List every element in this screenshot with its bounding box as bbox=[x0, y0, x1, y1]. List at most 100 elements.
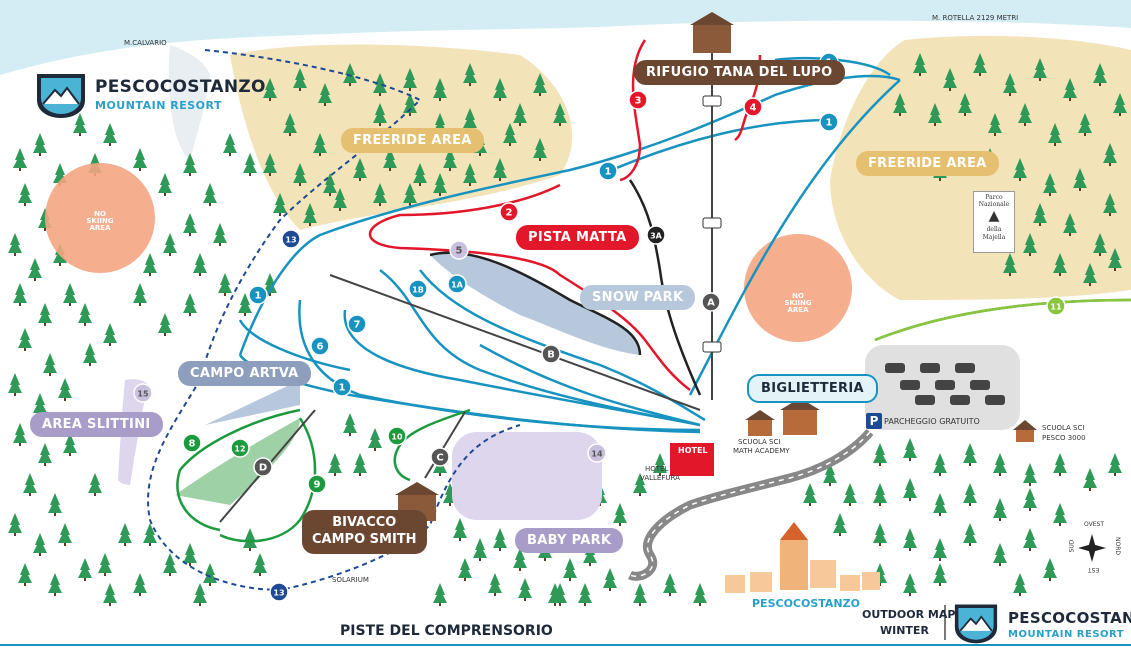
piste-marker-label: 10 bbox=[391, 433, 403, 442]
solarium-label: SOLARIUM bbox=[332, 576, 369, 584]
pista-matta-label: PISTA MATTA bbox=[516, 225, 639, 250]
bivacco-line1: BIVACCO bbox=[332, 515, 397, 530]
piste-marker-label: 15 bbox=[137, 390, 149, 399]
cabins bbox=[395, 12, 1037, 521]
school-left-line1: SCUOLA SCI bbox=[738, 438, 781, 446]
piste-marker-label: 9 bbox=[314, 480, 321, 491]
baby-park-label: BABY PARK bbox=[515, 528, 624, 553]
hotel-sign: HOTEL bbox=[678, 446, 708, 455]
lift-marker-label: A bbox=[707, 298, 715, 309]
village bbox=[725, 522, 880, 593]
piste-marker-label: 1 bbox=[826, 118, 833, 129]
park-badge: Parco Nazionale ▲ della Majella bbox=[973, 191, 1015, 253]
parking-badge: P bbox=[866, 413, 882, 429]
biglietteria-label: BIGLIETTERIA bbox=[747, 374, 878, 403]
piste-marker-label: 8 bbox=[189, 439, 196, 450]
compass-north: NORD bbox=[1114, 537, 1121, 555]
lift-marker-label: C bbox=[436, 453, 443, 464]
no-skiing-left-label: NO SKIING AREA bbox=[86, 210, 114, 232]
piste-marker-1B: 1B bbox=[408, 279, 428, 299]
piste-marker-label: 5 bbox=[456, 246, 463, 257]
lift-c-line bbox=[424, 411, 466, 479]
parked-car bbox=[900, 380, 920, 390]
piste-marker-label: 11 bbox=[1050, 303, 1062, 312]
piste-marker-14: 14 bbox=[587, 443, 607, 463]
park-line3: della bbox=[986, 226, 1002, 234]
baby-park-zone bbox=[452, 432, 602, 520]
piste-marker-3A: 3A bbox=[646, 225, 666, 245]
piste-marker-1: 1 bbox=[598, 161, 618, 181]
peak-label-left: M.CALVARIO bbox=[124, 39, 167, 47]
footer-brand-name: PESCOCOSTANZO bbox=[1008, 609, 1131, 627]
piste-marker-label: 7 bbox=[354, 320, 361, 331]
piste-marker-label: 6 bbox=[317, 342, 324, 353]
lift-marker-C: C bbox=[430, 447, 450, 467]
piste-marker-1: 1 bbox=[248, 285, 268, 305]
peak-label-right: M. ROTELLA 2129 METRI bbox=[932, 14, 1019, 22]
campo-artva-label: CAMPO ARTVA bbox=[178, 361, 311, 386]
area-slittini-label: AREA SLITTINI bbox=[30, 412, 163, 437]
piste-marker-label: 13 bbox=[285, 236, 296, 245]
brand-subtitle: MOUNTAIN RESORT bbox=[95, 99, 222, 112]
piste-marker-12: 12 bbox=[230, 438, 250, 458]
campo-smith-field bbox=[175, 418, 300, 505]
school-right-line1: SCUOLA SCI bbox=[1042, 424, 1085, 432]
piste-marker-label: 1A bbox=[451, 281, 464, 290]
piste-marker-label: 14 bbox=[591, 450, 603, 459]
brand-logo-top bbox=[35, 70, 87, 120]
piste-marker-label: 1B bbox=[412, 286, 424, 295]
mountain-logo-icon bbox=[37, 74, 85, 118]
piste-marker-13: 13 bbox=[269, 582, 289, 602]
no-skiing-right-label: NO SKIING AREA bbox=[784, 292, 812, 314]
compass-south: SUD bbox=[1068, 539, 1076, 553]
parked-car bbox=[950, 395, 970, 405]
piste-marker-label: 3 bbox=[635, 96, 642, 107]
piste-marker-13: 13 bbox=[281, 229, 301, 249]
piste-marker-1: 1 bbox=[332, 377, 352, 397]
snow-park-zone bbox=[430, 252, 640, 355]
piste-marker-1: 1 bbox=[819, 112, 839, 132]
piste-marker-label: 4 bbox=[750, 103, 757, 114]
no-skiing-zone-right bbox=[744, 234, 852, 342]
hotel-line1: HOTEL bbox=[645, 465, 669, 473]
parked-car bbox=[985, 395, 1005, 405]
footer-map-line1: OUTDOOR MAP bbox=[862, 608, 956, 621]
compass-east: EST bbox=[1088, 566, 1100, 573]
footer-title: PISTE DEL COMPRENSORIO bbox=[340, 623, 553, 639]
piste-marker-3: 3 bbox=[628, 90, 648, 110]
piste-marker-1A: 1A bbox=[447, 274, 467, 294]
piste-marker-11: 11 bbox=[1046, 296, 1066, 316]
parked-car bbox=[885, 363, 905, 373]
lift-b-line bbox=[329, 274, 701, 411]
no-skiing-zone-left bbox=[45, 163, 155, 273]
parked-car bbox=[915, 395, 935, 405]
compass bbox=[1078, 534, 1106, 562]
piste-marker-label: 2 bbox=[506, 208, 513, 219]
park-line4: Majella bbox=[982, 233, 1006, 241]
lift-marker-label: B bbox=[547, 350, 555, 361]
lift-marker-A: A bbox=[701, 292, 721, 312]
park-line1: Parco bbox=[985, 194, 1003, 201]
brand-name: PESCOCOSTANZO bbox=[95, 77, 266, 97]
piste-marker-label: 1 bbox=[605, 167, 612, 178]
parked-car bbox=[955, 363, 975, 373]
footer-brand-subtitle: MOUNTAIN RESORT bbox=[1008, 629, 1125, 640]
compass-west: OVEST bbox=[1084, 521, 1104, 528]
parked-car bbox=[935, 380, 955, 390]
piste-marker-4: 4 bbox=[743, 97, 763, 117]
bivacco-label: BIVACCO CAMPO SMITH bbox=[302, 510, 427, 554]
piste-marker-8: 8 bbox=[182, 433, 202, 453]
piste-marker-label: 1 bbox=[339, 383, 346, 394]
wolf-icon: ▲ bbox=[988, 208, 1000, 225]
hotel-line2: VALLEFURA bbox=[640, 474, 680, 482]
piste-marker-label: 13 bbox=[273, 589, 284, 598]
piste-marker-15: 15 bbox=[133, 383, 153, 403]
piste-marker-10: 10 bbox=[387, 426, 407, 446]
parked-car bbox=[970, 380, 990, 390]
piste-marker-7: 7 bbox=[347, 314, 367, 334]
lift-marker-label: D bbox=[259, 463, 267, 474]
school-right-line2: PESCO 3000 bbox=[1042, 434, 1086, 442]
snow-park-label: SNOW PARK bbox=[580, 285, 696, 310]
piste-marker-6: 6 bbox=[310, 336, 330, 356]
